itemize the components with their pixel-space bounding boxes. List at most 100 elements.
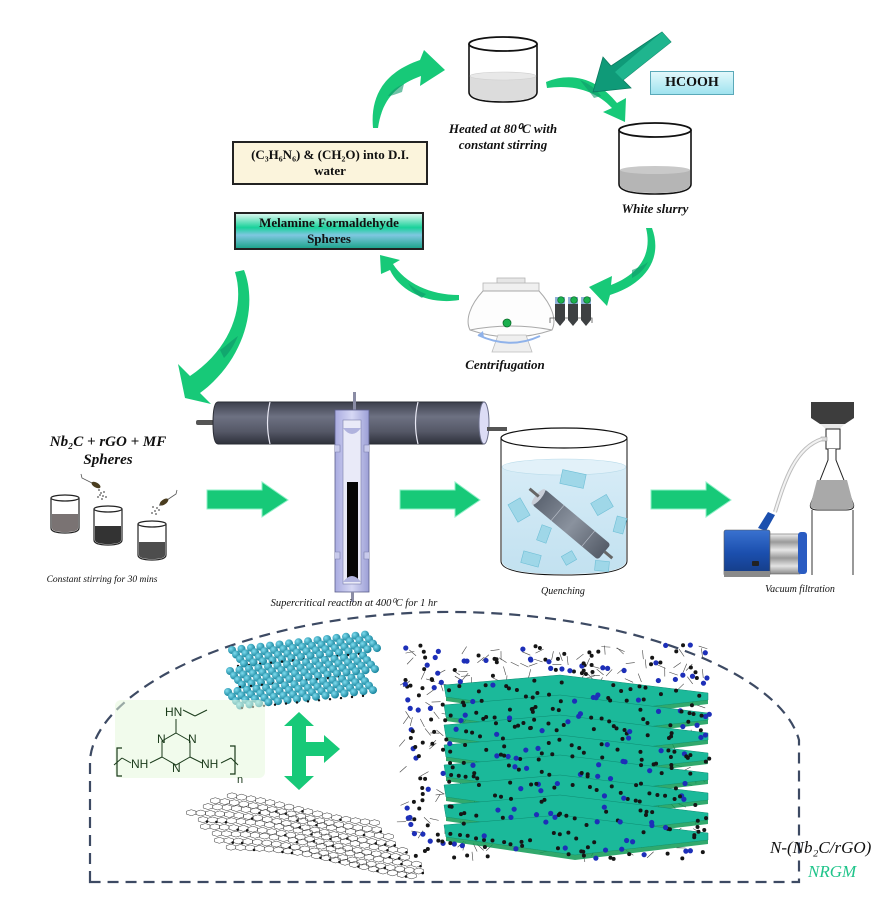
graphene-hexagon xyxy=(268,833,280,841)
carbon-atom xyxy=(520,843,525,848)
nitrogen-atom xyxy=(523,765,530,771)
graphene-bond xyxy=(528,662,538,667)
carbon-atom xyxy=(418,776,423,781)
nb2c-atom xyxy=(363,645,372,654)
carbon-atom xyxy=(644,809,649,814)
carbon-atom xyxy=(624,698,629,703)
carbon-atom xyxy=(493,721,498,726)
rgo-sheet-structure xyxy=(186,792,425,880)
carbon-atom xyxy=(440,839,445,844)
nitrogen-atom xyxy=(607,775,614,782)
carbon-atom xyxy=(295,701,299,704)
nb2c-atom xyxy=(276,676,284,685)
graphene-hexagon xyxy=(382,857,394,864)
carbon-atom xyxy=(546,741,551,746)
carbon-atom xyxy=(643,813,648,818)
graphene-hexagon xyxy=(257,827,268,834)
nitrogen-atom xyxy=(520,646,526,652)
carbon-atom xyxy=(655,793,660,798)
carbon-atom xyxy=(611,724,616,729)
graphene-hexagon xyxy=(264,799,276,806)
graphene-hexagon xyxy=(286,810,297,818)
graphene-bond xyxy=(669,671,678,676)
nb2c-atom xyxy=(249,658,258,667)
carbon-atom xyxy=(474,813,479,818)
graphene-hexagon xyxy=(362,825,373,833)
nitrogen-atom xyxy=(621,795,627,801)
graphene-hexagon xyxy=(366,860,377,868)
graphene-hexagon xyxy=(214,837,225,844)
graphene-bond xyxy=(566,656,569,666)
graphene-bond xyxy=(429,818,439,821)
graphene-hexagon xyxy=(325,845,337,852)
graphene-hexagon xyxy=(209,823,220,831)
graphene-hexagon xyxy=(333,821,344,828)
carbon-atom xyxy=(695,818,700,823)
carbon-atom xyxy=(280,660,284,663)
graphene-hexagon xyxy=(212,803,223,811)
nitrogen-atom xyxy=(700,680,707,686)
graphene-hexagon xyxy=(330,856,341,864)
carbon-atom xyxy=(506,686,511,691)
centrifuge-icon xyxy=(467,277,555,353)
carbon-atom xyxy=(532,717,537,722)
carbon-atom xyxy=(669,766,674,771)
graphene-hexagon xyxy=(295,812,306,820)
nitrogen-atom xyxy=(627,728,633,735)
graphene-hexagon xyxy=(342,845,353,852)
graphene-hexagon xyxy=(245,795,257,803)
carbon-atom xyxy=(691,712,696,717)
graphene-hexagon xyxy=(238,800,249,808)
nitrogen-atom xyxy=(404,805,410,811)
carbon-atom xyxy=(700,850,705,855)
carbon-atom xyxy=(672,797,677,802)
product-formula-label: N-(Nb₂C/rGO) xyxy=(770,838,872,857)
nb2c-atom xyxy=(361,666,370,675)
graphene-hexagon xyxy=(252,838,263,846)
nitrogen-atom xyxy=(625,735,632,741)
graphene-bond xyxy=(503,666,507,676)
nitrogen-atom xyxy=(494,753,500,759)
nb2c-atom xyxy=(314,671,322,680)
graphene-hexagon xyxy=(352,847,363,854)
graphene-hexagon xyxy=(321,812,333,820)
carbon-atom xyxy=(465,853,470,858)
carbon-atom xyxy=(326,677,330,680)
graphene-bond xyxy=(498,657,507,663)
nitrogen-atom xyxy=(593,855,599,861)
nitrogen-atom xyxy=(655,677,661,684)
graphene-bond xyxy=(436,789,445,795)
nitrogen-atom xyxy=(595,773,601,779)
graphene-hexagon xyxy=(333,842,344,850)
carbon-atom xyxy=(625,797,630,802)
carbon-atom xyxy=(606,696,611,701)
carbon-atom xyxy=(461,760,466,765)
carbon-atom xyxy=(688,771,693,776)
carbon-atom xyxy=(408,683,413,688)
graphene-hexagon xyxy=(274,801,285,809)
graphene-hexagon xyxy=(404,866,415,874)
nb2c-atom xyxy=(333,669,341,678)
carbon-atom xyxy=(559,680,564,685)
graphene-hexagon xyxy=(314,817,325,824)
nb2c-atom xyxy=(306,651,315,660)
carbon-atom xyxy=(555,656,560,661)
graphene-hexagon xyxy=(235,818,247,825)
graphene-bond xyxy=(682,663,688,673)
graphene-bond xyxy=(528,669,532,678)
graphene-hexagon xyxy=(301,850,313,858)
heated-label-line1: Heated at 80⁰C with xyxy=(448,121,557,136)
graphene-hexagon xyxy=(287,836,299,844)
nitrogen-atom xyxy=(424,662,430,668)
carbon-atom xyxy=(677,794,682,799)
carbon-atom xyxy=(566,830,571,835)
carbon-atom xyxy=(463,774,468,779)
carbon-atom xyxy=(693,670,698,675)
graphene-hexagon xyxy=(339,858,351,866)
nb2c-atom xyxy=(350,688,358,697)
graphene-bond xyxy=(433,711,440,720)
graphene-hexagon xyxy=(306,840,318,848)
carbon-atom xyxy=(703,759,708,764)
carbon-atom xyxy=(557,832,562,837)
carbon-atom xyxy=(533,644,538,649)
